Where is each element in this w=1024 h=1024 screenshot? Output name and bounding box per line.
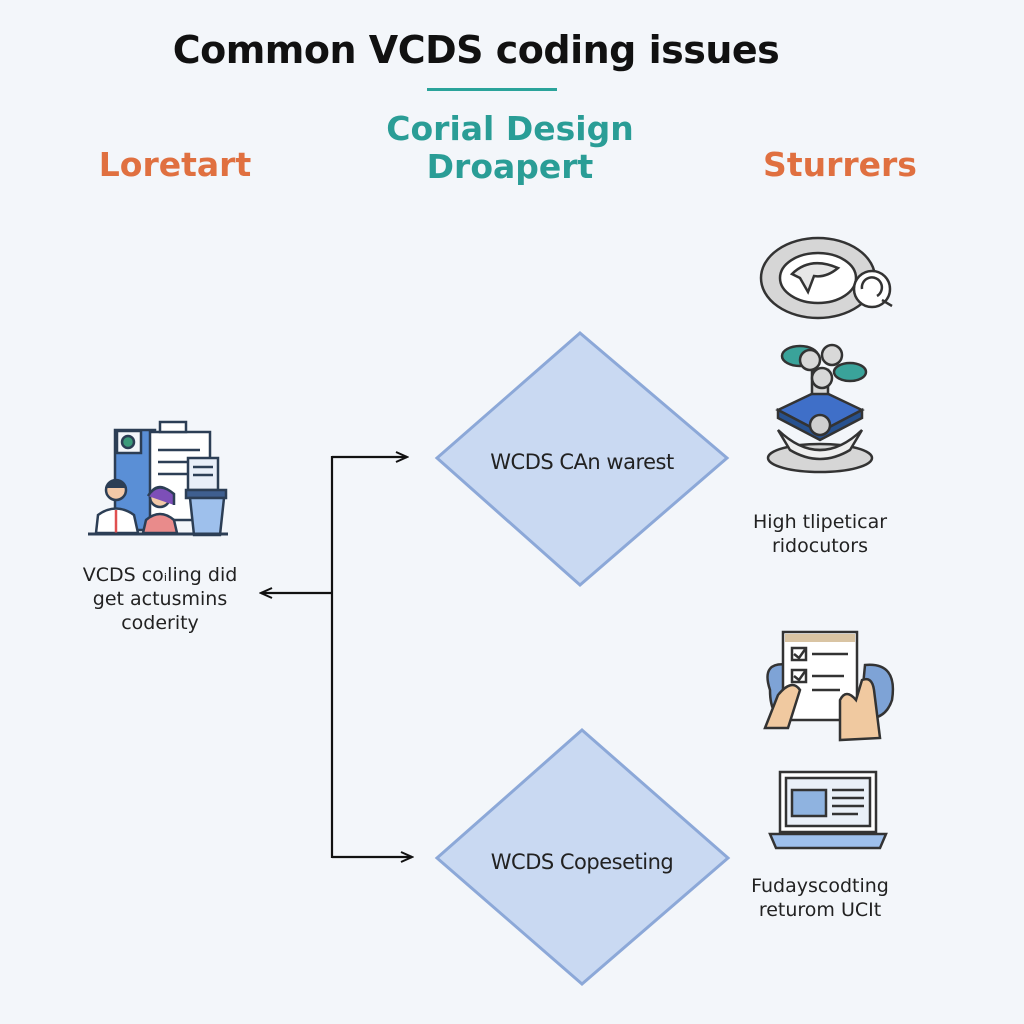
diamond-1 (434, 331, 730, 587)
checklist-hands-icon (763, 630, 895, 742)
diamond-1-label: WCDS CAn warest (490, 450, 674, 474)
diamond-2 (434, 728, 731, 986)
diamond-2-label: WCDS Copeseting (490, 850, 674, 874)
title-underline (427, 88, 557, 91)
laptop-icon (768, 770, 888, 850)
right-caption-2-line-1: Fudayscodting (751, 875, 889, 897)
right-caption-2: Fudayscodting returom UCIt (720, 874, 920, 922)
layered-platform-icon (766, 343, 874, 474)
center-header-line-2: Droapert (426, 147, 594, 186)
right-caption-1-line-1: High tlipeticar (752, 511, 888, 533)
left-column-header: Loretart (98, 145, 252, 184)
right-column-header: Sturrers (763, 145, 917, 184)
center-header-line-1: Corial Design (386, 109, 634, 148)
connectors (261, 456, 412, 858)
left-caption-line-3: coderity (121, 612, 199, 634)
left-caption-line-1: VCDS coᵢling did (82, 564, 238, 586)
right-caption-1: High tlipeticar ridocutors (720, 510, 920, 558)
right-caption-1-line-2: ridocutors (771, 535, 869, 557)
center-column-header: Corial Design Droapert (360, 110, 660, 186)
right-caption-2-line-2: returom UCIt (758, 899, 882, 921)
left-caption: VCDS coᵢling did get actusmins coderity (60, 563, 260, 635)
left-caption-line-2: get actusmins (92, 588, 228, 610)
office-people-icon (88, 420, 228, 537)
page-title: Common VCDS coding issues (172, 28, 780, 72)
speech-bubble-icon (759, 236, 893, 320)
